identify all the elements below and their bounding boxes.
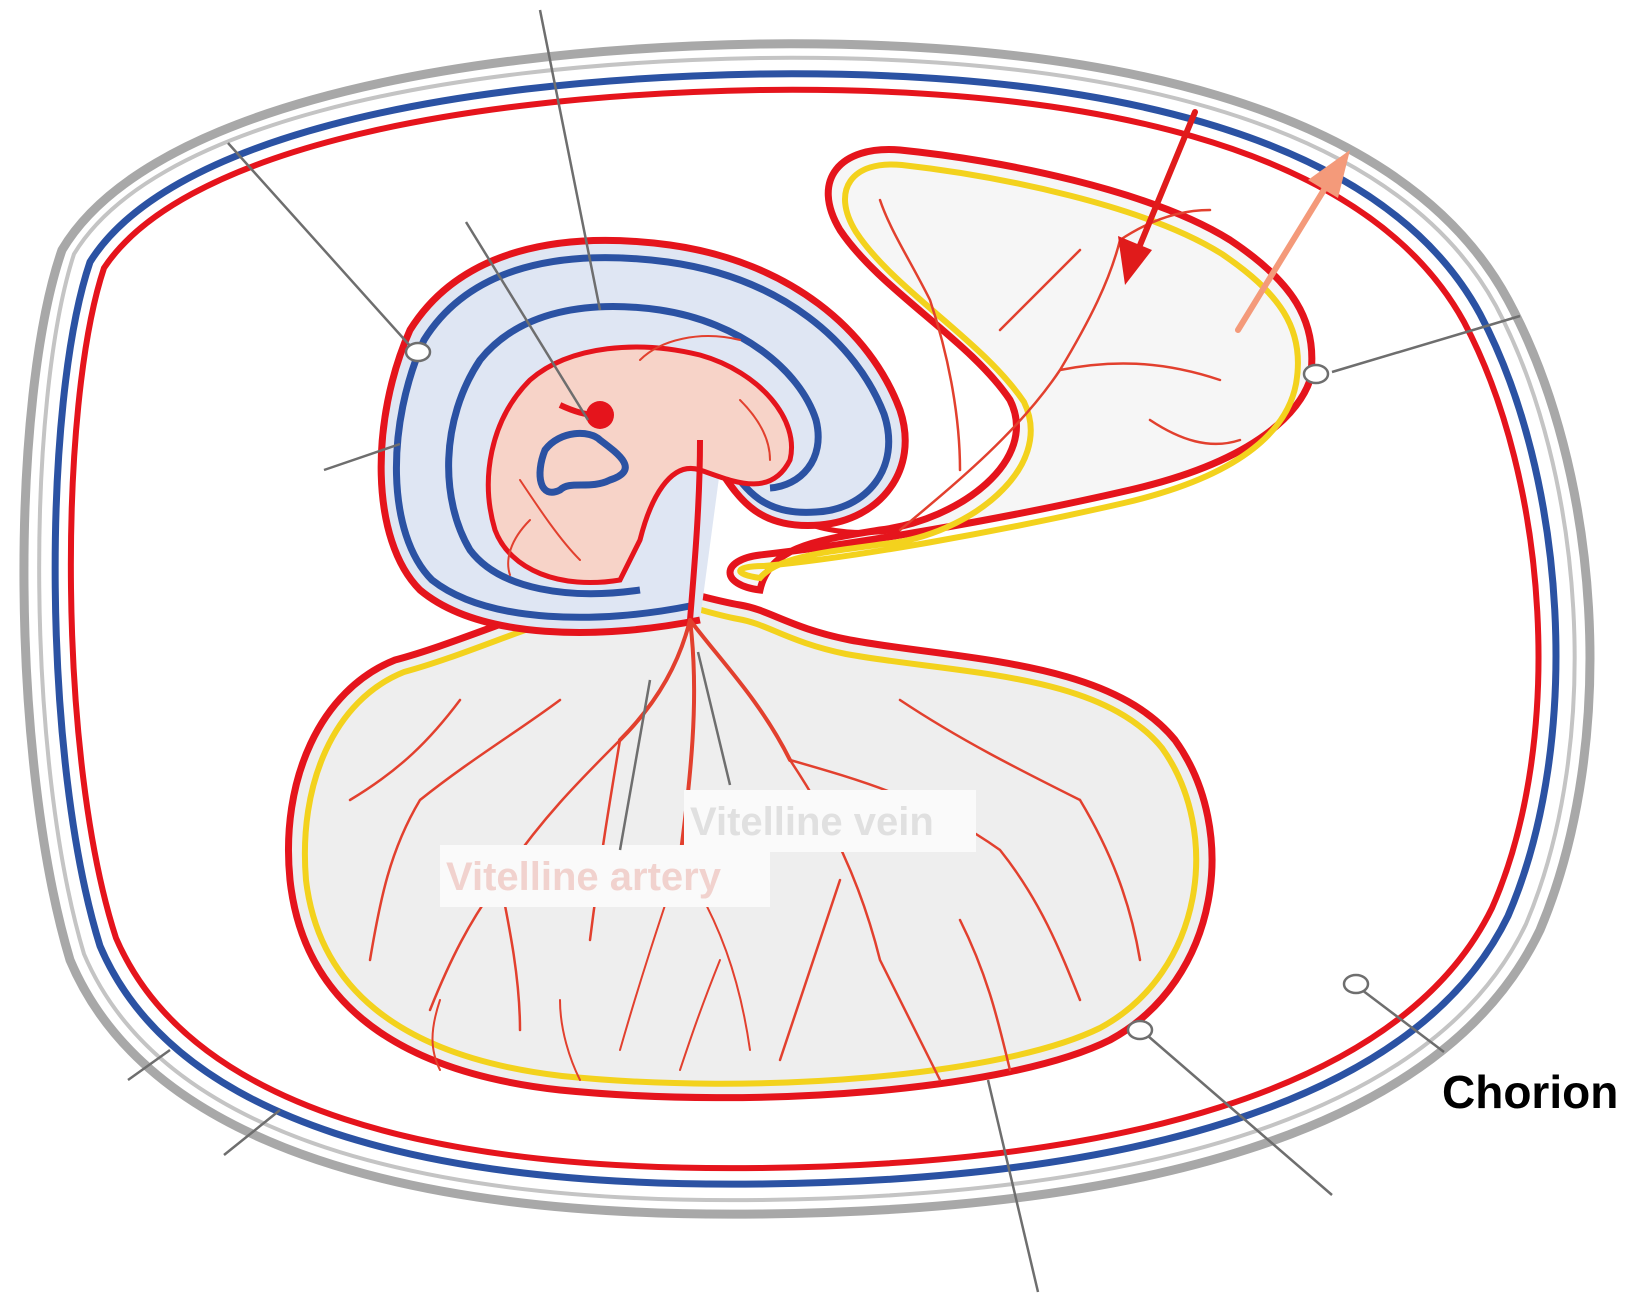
- faded-label-vitelline-artery: Vitelline artery: [446, 855, 722, 899]
- leader-tip-9: [1128, 1021, 1152, 1039]
- leader-tip-8: [1344, 975, 1368, 993]
- leader-tip-1: [406, 343, 430, 361]
- leader-line-1: [228, 143, 412, 348]
- arrow-out-head: [1308, 150, 1350, 198]
- leader-tip-5: [1304, 365, 1328, 383]
- label-chorion: Chorion: [1442, 1066, 1618, 1118]
- leader-line-8: [1362, 990, 1444, 1052]
- faded-label-vitelline-vein: Vitelline vein: [690, 800, 934, 844]
